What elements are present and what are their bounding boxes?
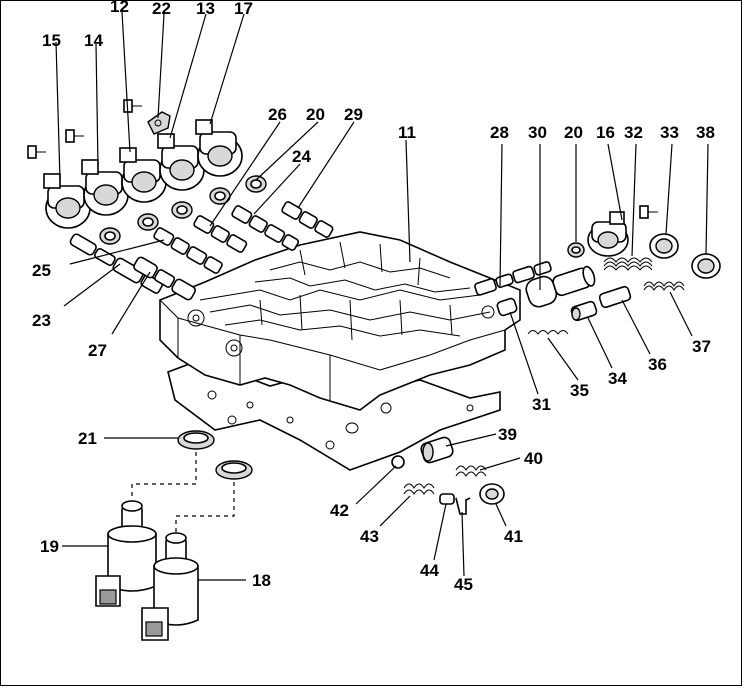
callout-13: 13 — [196, 0, 215, 18]
plug-41 — [479, 483, 505, 505]
callout-21: 21 — [78, 429, 97, 448]
bracket-22 — [147, 111, 171, 135]
callout-17: 17 — [234, 0, 253, 18]
plug-33 — [649, 233, 679, 259]
spring-43 — [403, 483, 435, 495]
callout-41: 41 — [504, 527, 523, 546]
seal-lower — [215, 460, 253, 480]
spring-40 — [455, 465, 487, 477]
valve-28 — [474, 261, 552, 296]
leader-lines — [55, 11, 709, 581]
callout-19: 19 — [40, 537, 59, 556]
solenoid-14 — [81, 159, 129, 216]
o-rings-left — [99, 175, 267, 245]
solenoid-19 — [95, 500, 157, 607]
callout-31: 31 — [532, 395, 551, 414]
callout-36: 36 — [648, 355, 667, 374]
gasket-plate — [167, 359, 501, 471]
spool-valves-left — [69, 201, 334, 301]
valve-body — [159, 231, 521, 434]
pin-44 — [439, 493, 455, 505]
callout-39: 39 — [498, 425, 517, 444]
plug-31 — [496, 297, 518, 317]
callout-20: 20 — [306, 105, 325, 124]
solenoid-16 — [587, 211, 629, 257]
callout-45: 45 — [454, 575, 473, 594]
callout-44: 44 — [420, 561, 439, 580]
callout-labels: 12 22 13 17 15 14 26 20 29 11 24 28 30 2… — [32, 0, 715, 594]
callout-12: 12 — [110, 0, 129, 16]
callout-32: 32 — [624, 123, 643, 142]
valve-39 — [420, 436, 454, 464]
ball-42 — [391, 455, 405, 469]
callout-15: 15 — [42, 31, 61, 50]
callout-42: 42 — [330, 501, 349, 520]
callout-38: 38 — [696, 123, 715, 142]
dashline-19 — [131, 452, 197, 500]
valve-30 — [525, 265, 596, 308]
callout-14: 14 — [84, 31, 103, 50]
plug-38 — [691, 253, 721, 279]
spring-35 — [527, 330, 569, 335]
clip-45 — [455, 497, 471, 515]
callout-26: 26 — [268, 105, 287, 124]
callout-23: 23 — [32, 311, 51, 330]
callout-40: 40 — [524, 449, 543, 468]
callout-20-right: 20 — [564, 123, 583, 142]
solenoid-12 — [119, 147, 167, 203]
solenoid-18 — [141, 532, 199, 641]
dashline-18 — [175, 482, 235, 532]
ring-20-right — [567, 242, 585, 258]
callout-11: 11 — [398, 123, 416, 142]
callout-29: 29 — [344, 105, 363, 124]
seal-21 — [177, 430, 215, 450]
callout-18: 18 — [252, 571, 271, 590]
callout-24: 24 — [292, 147, 311, 166]
callout-28: 28 — [490, 123, 509, 142]
callout-37: 37 — [692, 337, 711, 356]
callout-35: 35 — [570, 381, 589, 400]
solenoid-15 — [43, 173, 91, 229]
solenoid-17 — [195, 119, 243, 177]
callout-30: 30 — [528, 123, 547, 142]
spring-37 — [643, 281, 685, 291]
callout-43: 43 — [360, 527, 379, 546]
spring-32 — [603, 257, 653, 271]
callout-27: 27 — [88, 341, 107, 360]
callout-34: 34 — [608, 369, 627, 388]
solenoid-13 — [157, 133, 205, 191]
sleeve-34 — [570, 300, 598, 322]
callout-22: 22 — [152, 0, 171, 18]
callout-25: 25 — [32, 261, 51, 280]
valve-36 — [598, 285, 632, 309]
callout-33: 33 — [660, 123, 679, 142]
callout-16: 16 — [596, 123, 615, 142]
